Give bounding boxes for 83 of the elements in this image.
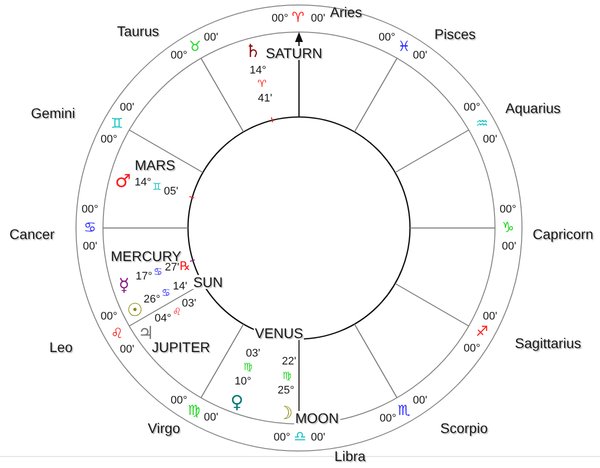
zodiac-symbol: ♋ [154, 268, 162, 278]
zodiac-sign-name: Virgo [148, 421, 180, 435]
zodiac-sign-name: Capricorn [532, 227, 594, 241]
retrograde-symbol: ℞ [180, 260, 190, 272]
zodiac-symbol: ♌ [110, 327, 124, 341]
zodiac-sign-name: Aries [330, 5, 362, 19]
zodiac-sign-name: Cancer [9, 227, 55, 241]
planet-symbol: ☿ [118, 277, 130, 295]
degree-label: 00° [170, 396, 188, 406]
planet-name: VENUS [254, 326, 304, 340]
planet-symbol: ♄ [244, 43, 262, 61]
zodiac-symbol: ♋ [84, 221, 96, 235]
degree-label: 27' [164, 262, 180, 274]
degree-label: 00° [380, 414, 396, 424]
zodiac-symbol: ♋ [162, 289, 170, 299]
zodiac-sign-name: Pisces [434, 27, 476, 41]
planet-symbol: ♀ [230, 394, 244, 412]
zodiac-symbol: ♎ [294, 430, 306, 444]
degree-label: 00° [500, 204, 516, 216]
degree-label: 41' [258, 94, 272, 104]
planet-name: MARS [134, 158, 176, 172]
zodiac-sign-name: Sagittarius [514, 336, 582, 350]
degree-label: 00' [204, 32, 218, 44]
zodiac-symbol: ♍ [244, 363, 252, 373]
degree-label: 00° [378, 32, 396, 44]
zodiac-sign-name: Scorpio [440, 421, 488, 435]
degree-label: 14' [172, 282, 188, 292]
zodiac-symbol: ♐ [476, 325, 488, 339]
degree-label: 14° [250, 66, 266, 76]
degree-label: 00' [502, 242, 516, 252]
planet-name: SATURN [264, 46, 324, 60]
degree-label: 22' [282, 356, 296, 368]
degree-label: 00' [120, 344, 134, 356]
zodiac-symbol: ♒ [476, 117, 488, 131]
planet-name: SUN [192, 275, 224, 289]
degree-label: 00' [482, 312, 498, 322]
degree-label: 00' [204, 412, 218, 424]
zodiac-symbol: ♍ [188, 404, 200, 418]
degree-label: 00' [120, 102, 134, 114]
planet-name: MOON [294, 411, 340, 425]
zodiac-sign-name: Libra [334, 449, 366, 463]
zodiac-symbol: ♊ [110, 117, 124, 131]
zodiac-symbol: ♏ [398, 404, 410, 418]
degree-label: 00' [82, 242, 98, 252]
degree-label: 00° [82, 204, 98, 216]
degree-label: 00° [464, 344, 480, 354]
planet-symbol: ♃ [138, 325, 154, 343]
degree-label: 05' [164, 186, 178, 198]
zodiac-symbol: ♈ [258, 80, 266, 90]
degree-label: 03' [246, 348, 260, 360]
zodiac-symbol: ♑ [502, 221, 514, 235]
zodiac-symbol: ♍ [282, 372, 292, 382]
degree-label: 14° [134, 178, 152, 188]
degree-label: 00° [274, 432, 290, 444]
zodiac-sign-name: Gemini [30, 106, 76, 120]
zodiac-sign-name: Leo [49, 340, 73, 354]
degree-label: 00° [100, 312, 118, 322]
zodiac-symbol: ♊ [152, 183, 162, 193]
degree-label: 26° [144, 294, 160, 306]
degree-label: 25° [278, 386, 294, 396]
zodiac-sign-name: Taurus [116, 24, 160, 38]
planet-symbol: ☉ [126, 302, 144, 320]
degree-label: 00' [482, 134, 498, 146]
degree-label: 17° [136, 272, 152, 282]
zodiac-symbol: ♌ [172, 308, 182, 318]
degree-label: 00' [310, 432, 326, 444]
degree-label: 00° [170, 50, 188, 62]
degree-label: 04° [154, 314, 172, 324]
degree-label: 00' [310, 14, 326, 24]
degree-label: 00° [272, 14, 288, 24]
zodiac-sign-name: Aquarius [505, 101, 561, 115]
degree-label: 00° [100, 134, 118, 146]
planet-symbol: ☽ [276, 405, 294, 423]
planet-symbol: ♂ [114, 173, 132, 191]
planet-name: JUPITER [150, 340, 212, 354]
degree-label: 00° [464, 102, 480, 114]
zodiac-symbol: ♉ [188, 40, 202, 54]
zodiac-symbol: ♈ [292, 11, 304, 25]
degree-label: 10° [234, 376, 252, 388]
degree-label: 00' [412, 50, 428, 62]
degree-label: 00' [412, 396, 428, 406]
zodiac-symbol: ♓ [398, 40, 410, 54]
degree-label: 03' [182, 298, 196, 310]
